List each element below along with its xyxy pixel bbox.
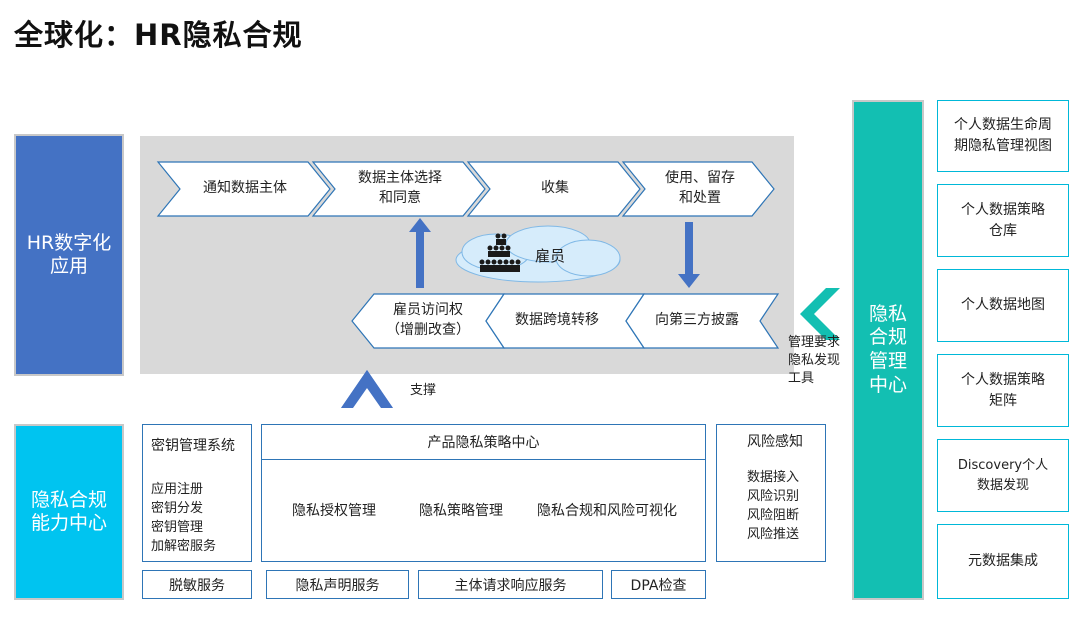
key-mgmt-item: 加解密服务 — [151, 538, 217, 554]
cloud-label: 雇员 — [535, 247, 566, 265]
key-mgmt-item: 密钥分发 — [151, 500, 204, 516]
risk-items: 数据接入 风险识别 风险阻断 风险推送 — [747, 469, 799, 544]
support-up-chevron-icon — [341, 370, 393, 408]
flow-back-3-shape — [625, 293, 780, 349]
flow-step-1-shape — [156, 161, 331, 217]
policy-item-visual: 隐私合规和风险可视化 — [537, 503, 677, 519]
right-item-policy-repo: 个人数据策略 仓库 — [937, 184, 1069, 257]
right-item-data-map: 个人数据地图 — [937, 269, 1069, 342]
people-icon — [479, 233, 521, 272]
policy-center-title: 产品隐私策略中心 — [261, 424, 706, 460]
service-privacy-statement: 隐私声明服务 — [266, 570, 409, 599]
risk-item: 风险推送 — [747, 526, 800, 542]
left-chevron-icon — [800, 288, 840, 340]
flow-step-3-shape — [466, 161, 641, 217]
privacy-capability-center-label: 隐私合规 能力中心 — [30, 489, 107, 534]
key-mgmt-box: 密钥管理系统 应用注册 密钥分发 密钥管理 加解密服务 — [142, 424, 252, 562]
hr-digital-app-label: HR数字化 应用 — [26, 232, 112, 277]
key-mgmt-item: 密钥管理 — [151, 519, 204, 535]
key-mgmt-title: 密钥管理系统 — [151, 438, 235, 454]
flow-step-2-shape — [311, 161, 486, 217]
employee-cloud — [455, 225, 621, 283]
flow-step-employee-access: 雇员访问权 （增删改查） — [386, 302, 470, 338]
flow-step-collect: 收集 — [541, 180, 569, 197]
flow-step-third-party: 向第三方披露 — [655, 312, 739, 329]
support-label: 支撑 — [410, 383, 437, 398]
key-mgmt-item: 应用注册 — [151, 482, 204, 497]
policy-item-strategy: 隐私策略管理 — [419, 503, 503, 519]
flow-step-notify: 通知数据主体 — [203, 180, 287, 197]
risk-item: 数据接入 — [747, 470, 800, 485]
flow-step-cross-border: 数据跨境转移 — [515, 312, 599, 329]
risk-item: 风险识别 — [747, 488, 800, 504]
privacy-mgmt-center-label: 隐私 合规 管理 中心 — [868, 302, 907, 396]
right-item-lifecycle-view: 个人数据生命周 期隐私管理视图 — [937, 100, 1069, 172]
policy-item-auth: 隐私授权管理 — [292, 503, 376, 519]
mgmt-requirement-label: 管理要求 隐私发现 工具 — [788, 335, 841, 387]
risk-title: 风险感知 — [747, 434, 803, 450]
page-title: 全球化：HR隐私合规 — [14, 18, 303, 52]
flow-step-use-retain: 使用、留存 和处置 — [665, 170, 735, 206]
risk-item: 风险阻断 — [747, 507, 800, 523]
down-arrow-icon — [678, 222, 700, 288]
service-desensitize: 脱敏服务 — [142, 570, 252, 599]
up-arrow-icon — [409, 218, 431, 288]
bottom-flow-shapes — [351, 293, 780, 349]
right-item-policy-matrix: 个人数据策略 矩阵 — [937, 354, 1069, 427]
service-dpa-check: DPA检查 — [611, 570, 706, 599]
top-flow-shapes — [156, 161, 775, 217]
key-mgmt-items: 应用注册 密钥分发 密钥管理 加解密服务 — [151, 481, 216, 556]
hr-digital-app-block: HR数字化 应用 — [14, 134, 124, 376]
policy-center-box: 隐私授权管理 隐私策略管理 隐私合规和风险可视化 — [261, 459, 706, 562]
flow-step-choice-consent: 数据主体选择 和同意 — [358, 170, 442, 206]
privacy-mgmt-center-block: 隐私 合规 管理 中心 — [852, 100, 924, 600]
flow-step-4-shape — [621, 161, 775, 217]
right-item-metadata: 元数据集成 — [937, 524, 1069, 599]
right-item-discovery: Discovery个人 数据发现 — [937, 439, 1069, 512]
risk-box: 风险感知 数据接入 风险识别 风险阻断 风险推送 — [716, 424, 826, 562]
service-subject-request: 主体请求响应服务 — [418, 570, 603, 599]
privacy-capability-center-block: 隐私合规 能力中心 — [14, 424, 124, 600]
